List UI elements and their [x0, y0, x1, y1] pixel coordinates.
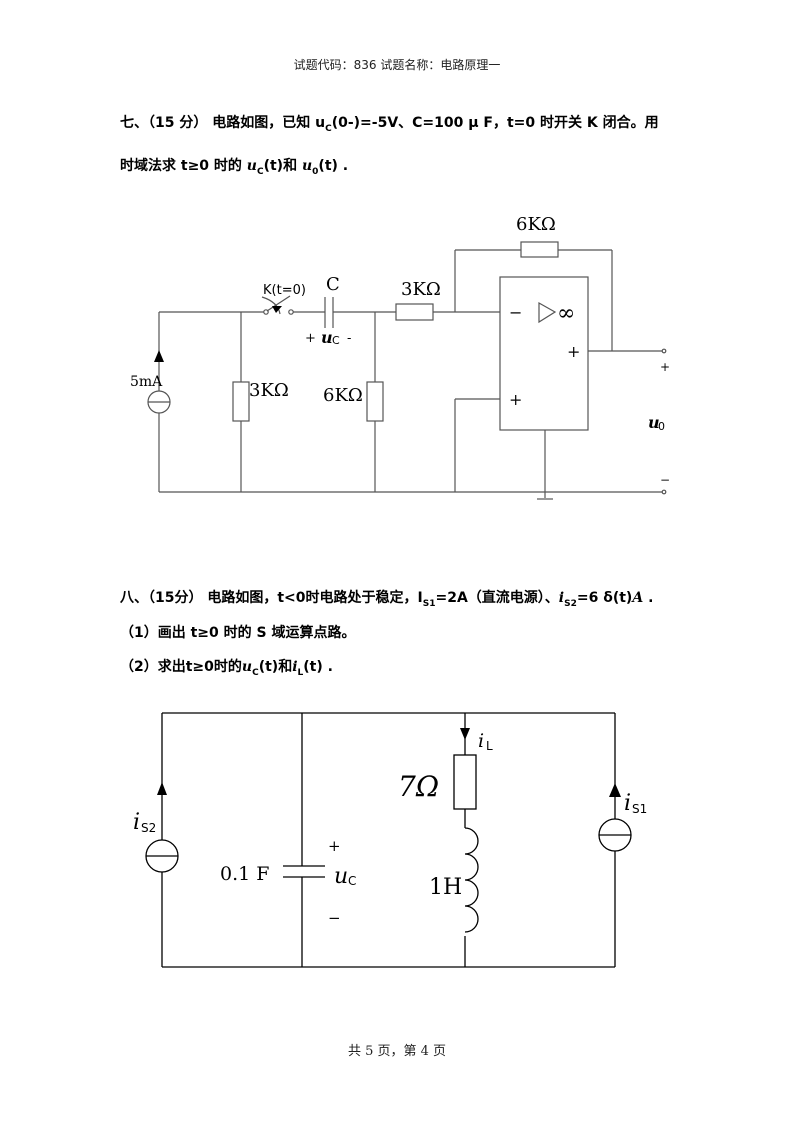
q8-is2-sub: S2 [564, 598, 577, 609]
q8-resistor-7ohm [453, 754, 477, 810]
q8-item-2: （2）求出t≥0时的uC(t)和iL(t) . [120, 656, 333, 678]
q7-out-var-sub: 0 [658, 420, 665, 433]
q8-unit-A: A [632, 590, 644, 606]
q8-is2-var: i [133, 810, 140, 835]
q7-switch-blade [266, 295, 291, 312]
q7-statement-line1: 七、（15 分） 电路如图，已知 uC(0-)=-5V、C=100 μ F，t=… [120, 112, 659, 134]
q7-line2-mid: (t)和 [263, 158, 302, 174]
q8-cap-label: 0.1 F [220, 863, 269, 885]
q7-uc: u [246, 158, 257, 174]
q7-opamp-infinity: ∞ [557, 301, 575, 326]
q8-item2-end: (t) . [303, 659, 333, 675]
q8-item2-uc-sub: C [252, 667, 259, 678]
q8-is1-sub: S1 [422, 598, 436, 609]
q8-cap-minus: − [328, 909, 341, 927]
q7-out-plus: + [660, 360, 670, 374]
q8-is2-sub: S2 [141, 821, 156, 835]
q7-opamp-minus: − [509, 303, 522, 322]
q7-output-terminal [661, 348, 667, 354]
q8-item2-il-sub: L [297, 667, 304, 678]
q7-line2-end: (t) . [318, 158, 349, 174]
q8-il-var: i [478, 730, 484, 752]
q8-text-end: . [643, 590, 654, 606]
q8-text-delta: =6 δ(t) [576, 590, 633, 606]
q7-opamp-triangle-icon [538, 301, 557, 324]
q8-inductor-coil [464, 827, 479, 933]
q7-switch-terminal [263, 309, 269, 315]
q7-output-terminal [661, 489, 667, 495]
q7-uo-sub: 0 [312, 166, 319, 177]
q8-item2-il: i [292, 659, 298, 675]
q7-opamp-body [499, 276, 589, 431]
q7-rf-label: 6KΩ [516, 214, 556, 235]
q8-cap-var: u [334, 864, 348, 889]
q7-r3-label: 3KΩ [401, 279, 441, 300]
q7-opamp-plus-out: + [567, 342, 580, 361]
q8-is1-sub: S1 [632, 802, 647, 816]
q7-cap-label: C [326, 274, 340, 295]
q7-out-minus: − [660, 473, 670, 487]
q8-il-sub: L [486, 739, 493, 753]
q8-item2-text: （2）求出t≥0时的 [120, 659, 242, 675]
q8-is1-arrow-icon [609, 783, 621, 797]
q7-uo: u [301, 158, 313, 174]
q8-is2-arrow-icon [157, 782, 167, 795]
q7-switch-label: K(t=0) [263, 283, 306, 298]
q7-out-var: u [648, 413, 660, 432]
q8-text: 八、（15分） 电路如图，t<0时电路处于稳定，I [120, 590, 423, 606]
q7-switch-arrow [261, 296, 281, 315]
q8-item-1: （1）画出 t≥0 时的 S 域运算点路。 [120, 625, 356, 641]
q7-line2-text: 时域法求 t≥0 时的 [120, 158, 247, 174]
q8-ind-label: 1H [429, 875, 462, 900]
q7-r1-label: 3KΩ [249, 380, 289, 401]
q7-r2-label: 6KΩ [323, 385, 363, 406]
page-footer: 共 5 页，第 4 页 [347, 1044, 447, 1059]
q7-uc-sub: C [256, 166, 264, 177]
q8-cap-plus: + [328, 837, 341, 855]
q8-text-mid: =2A（直流电源）、 [435, 590, 559, 606]
q8-item2-uc: u [241, 659, 253, 675]
q7-cap-plus: + [305, 331, 316, 346]
q7-switch-arrowhead-icon [272, 306, 282, 313]
q8-statement-line1: 八、（15分） 电路如图，t<0时电路处于稳定，IS1=2A（直流电源）、iS2… [120, 587, 653, 609]
q7-source-label: 5mA [130, 374, 163, 390]
page-header: 试题代码：836 试题名称：电路原理一 [293, 58, 501, 72]
q7-cap-minus: - [347, 331, 351, 346]
q7-sub: C [325, 123, 332, 134]
q7-text-rest: (0-)=-5V、C=100 μ F，t=0 时开关 K 闭合。用 [331, 115, 659, 131]
q8-il-arrow-icon [460, 728, 470, 740]
q8-res-label: 7Ω [398, 770, 439, 803]
q8-item2-mid: (t)和 [258, 659, 293, 675]
q8-cap-var-sub: C [348, 874, 356, 888]
q7-statement-line2: 时域法求 t≥0 时的 uC(t)和 u0(t) . [120, 155, 348, 177]
q7-cap-var-sub: C [332, 334, 340, 347]
q7-opamp-plus-in: + [509, 390, 522, 409]
q7-text: 七、（15 分） 电路如图，已知 u [120, 115, 326, 131]
q8-is1-var: i [624, 791, 631, 816]
q7-cap-var: u [321, 328, 333, 347]
q8-is2: i [558, 590, 565, 606]
q7-source-arrow-icon [154, 350, 164, 362]
